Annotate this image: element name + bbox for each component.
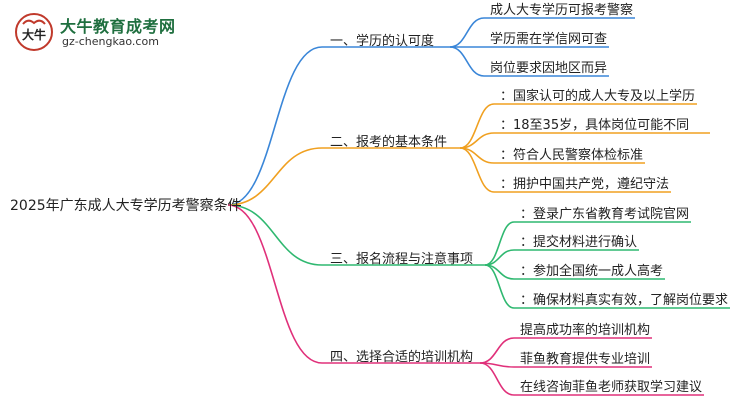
- leaf-label-3-3: ：参加全国统一成人高考: [520, 264, 664, 279]
- leaf-label-3-2: ：提交材料进行确认: [520, 235, 638, 250]
- branch-connector-2: [227, 147, 323, 206]
- svg-text:大牛: 大牛: [22, 27, 46, 42]
- branch-connector-4: [227, 204, 323, 364]
- leaf-connector-1-1: [449, 17, 485, 48]
- leaf-label-1-1: 成人大专学历可报考警察: [490, 3, 634, 18]
- logo-title: 大牛教育成考网: [60, 17, 176, 36]
- leaf-label-4-1: 提高成功率的培训机构: [520, 323, 651, 338]
- site-logo: 大牛 大牛教育成考网 gz-chengkao.com: [14, 10, 234, 54]
- leaf-connector-4-1: [479, 337, 515, 364]
- logo-url: gz-chengkao.com: [62, 35, 159, 48]
- branch-label-2: 二、报考的基本条件: [330, 135, 448, 150]
- leaf-label-2-2: ：18至35岁，具体岗位可能不同: [500, 118, 690, 133]
- leaf-label-1-2: 学历需在学信网可查: [490, 32, 608, 47]
- leaf-connector-3-4: [484, 264, 515, 309]
- leaf-connector-1-3: [449, 46, 485, 77]
- leaf-label-3-1: ：登录广东省教育考试院官网: [520, 207, 690, 222]
- leaf-connector-3-1: [484, 221, 515, 266]
- root-node: 2025年广东成人大专学历考警察条件: [10, 198, 242, 214]
- branch-label-4: 四、选择合适的培训机构: [330, 350, 474, 365]
- branch-label-3: 三、报名流程与注意事项: [330, 252, 474, 267]
- leaf-label-2-3: ：符合人民警察体检标准: [500, 148, 644, 163]
- branch-connector-1: [227, 46, 323, 206]
- leaf-label-2-4: ：拥护中国共产党，遵纪守法: [500, 177, 670, 192]
- bull-logo-icon: 大牛: [15, 13, 53, 51]
- leaf-connector-4-3: [479, 362, 515, 396]
- leaf-label-1-3: 岗位要求因地区而异: [490, 61, 608, 76]
- leaf-label-2-1: ：国家认可的成人大专及以上学历: [500, 89, 696, 104]
- leaf-label-4-2: 菲鱼教育提供专业培训: [520, 352, 651, 367]
- leaf-connector-2-1: [459, 103, 495, 149]
- leaf-label-3-4: ：确保材料真实有效，了解岗位要求: [520, 293, 729, 308]
- branch-connector-3: [227, 204, 323, 266]
- leaf-label-4-3: 在线咨询菲鱼老师获取学习建议: [520, 380, 703, 395]
- branch-label-1: 一、学历的认可度: [330, 34, 435, 49]
- leaf-connector-2-4: [459, 147, 495, 193]
